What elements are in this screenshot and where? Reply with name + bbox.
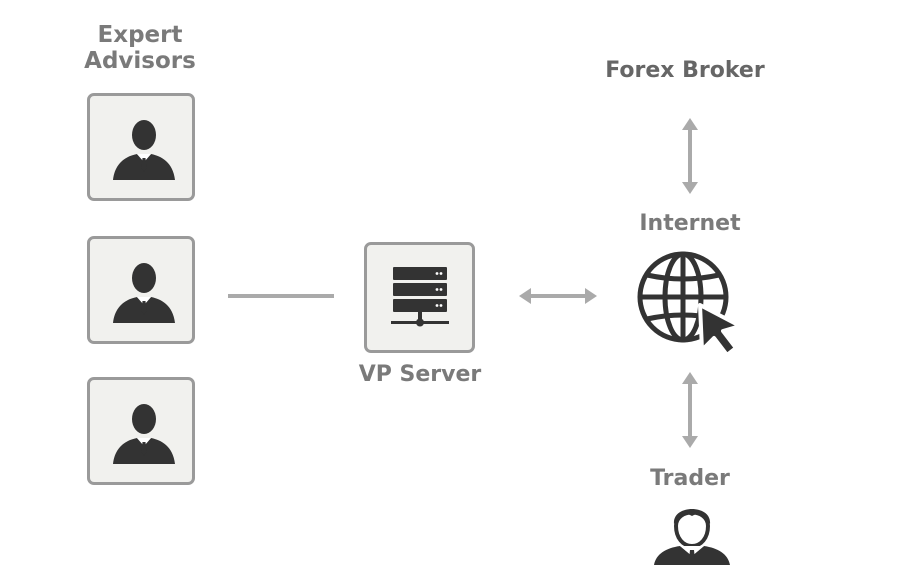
user-icon [113, 120, 175, 180]
ea-server-connector [228, 294, 334, 298]
internet-trader-arrow [682, 372, 698, 448]
expert-advisor-box-1 [87, 93, 195, 201]
trader-icon [654, 509, 730, 565]
server-icon [391, 267, 449, 327]
user-icon [113, 404, 175, 464]
expert-advisor-box-3 [87, 377, 195, 485]
server-internet-arrow [519, 288, 597, 304]
trader-label: Trader [650, 466, 730, 491]
vp-server-label: VP Server [358, 362, 482, 387]
forex-broker-label: Forex Broker [605, 58, 765, 83]
vp-server-box [364, 242, 475, 353]
expert-advisor-box-2 [87, 236, 195, 344]
globe-cursor-icon [637, 251, 742, 357]
user-icon [113, 263, 175, 323]
expert-advisors-label: Expert Advisors [84, 22, 196, 74]
broker-internet-arrow [682, 118, 698, 194]
internet-label: Internet [639, 211, 741, 236]
